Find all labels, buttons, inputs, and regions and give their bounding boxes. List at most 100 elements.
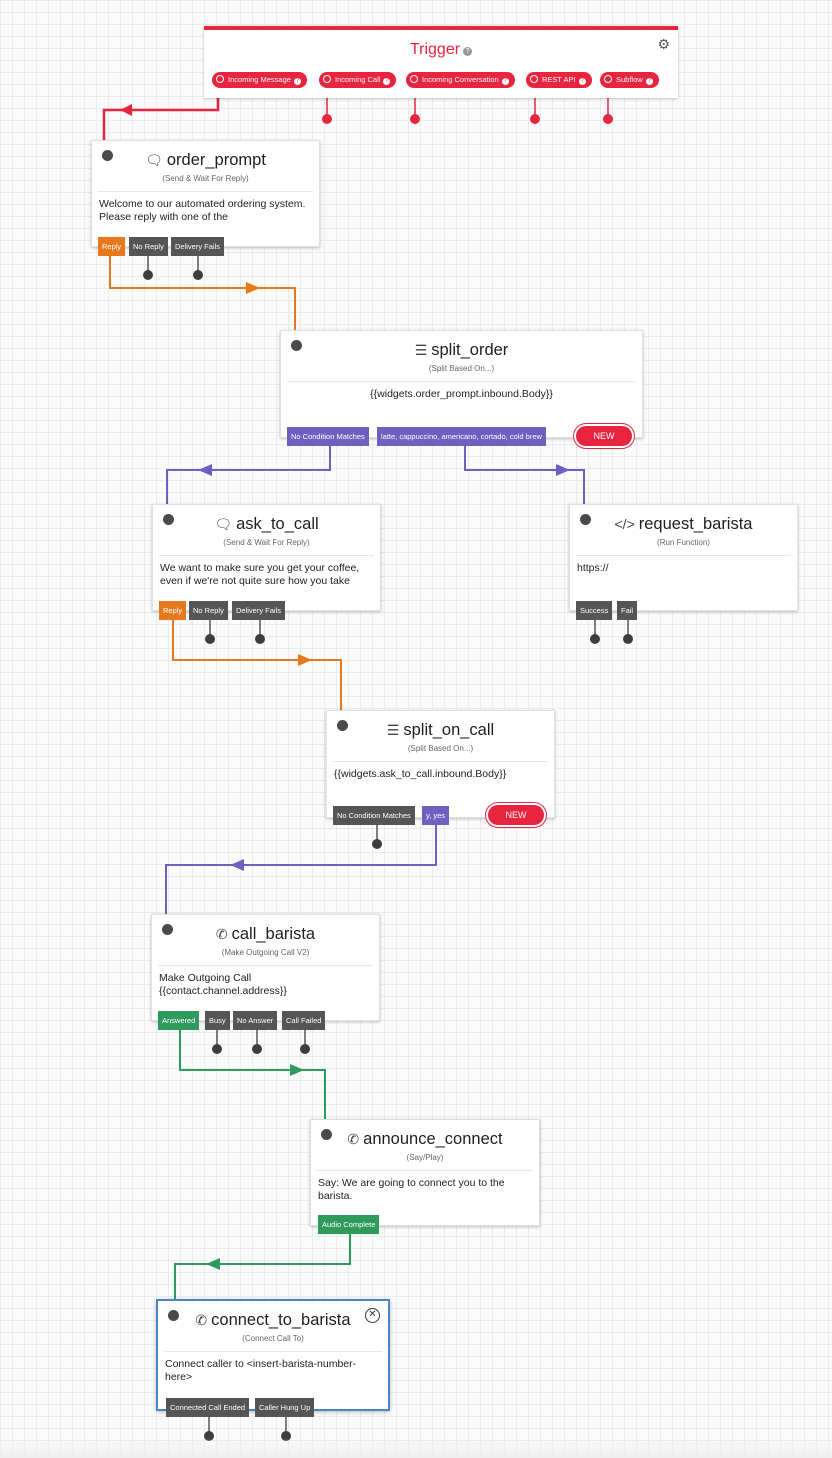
divider bbox=[317, 1170, 533, 1171]
transition-port[interactable] bbox=[300, 1044, 310, 1054]
widget-announce-connect[interactable]: ✆announce_connect (Say/Play) Say: We are… bbox=[310, 1119, 540, 1226]
transition-call-failed[interactable]: Call Failed bbox=[282, 1011, 326, 1030]
transition-fail[interactable]: Fail bbox=[617, 601, 638, 620]
wire-audio-complete bbox=[174, 1234, 351, 1302]
trigger-incoming-message[interactable]: Incoming Message? bbox=[212, 72, 307, 88]
canvas-bottom-edge bbox=[0, 1438, 832, 1458]
input-port[interactable] bbox=[102, 150, 113, 161]
input-port[interactable] bbox=[337, 720, 348, 731]
phone-icon: ✆ bbox=[347, 1131, 360, 1147]
message-icon: 🗨 bbox=[214, 516, 233, 532]
question-icon: ? bbox=[383, 78, 391, 85]
trigger-port[interactable] bbox=[603, 114, 613, 124]
circle-icon bbox=[216, 75, 224, 83]
input-port[interactable] bbox=[162, 924, 173, 935]
input-port[interactable] bbox=[291, 340, 302, 351]
phone-icon: ✆ bbox=[215, 926, 228, 942]
widget-body: We want to make sure you get your coffee… bbox=[160, 562, 360, 587]
transition-port[interactable] bbox=[193, 270, 203, 280]
transition-condition[interactable]: latte, cappuccino, americano, cortado, c… bbox=[377, 427, 546, 446]
close-icon[interactable]: ✕ bbox=[365, 1308, 380, 1323]
widget-connect-to-barista[interactable]: ✕ ✆connect_to_barista (Connect Call To) … bbox=[156, 1299, 390, 1411]
widget-name: split_on_call bbox=[403, 721, 495, 739]
input-port[interactable] bbox=[580, 514, 591, 525]
widget-ask-to-call[interactable]: 🗨ask_to_call (Send & Wait For Reply) We … bbox=[152, 504, 381, 611]
transition-port[interactable] bbox=[372, 839, 382, 849]
trigger-rest-api[interactable]: REST API? bbox=[526, 72, 592, 88]
transition-port[interactable] bbox=[143, 270, 153, 280]
transition-busy[interactable]: Busy bbox=[205, 1011, 230, 1030]
question-icon[interactable]: ? bbox=[463, 47, 473, 56]
transition-port[interactable] bbox=[205, 634, 215, 644]
wire-split-match bbox=[464, 446, 585, 505]
widget-name: announce_connect bbox=[363, 1130, 503, 1148]
input-port[interactable] bbox=[321, 1129, 332, 1140]
split-icon: ☰ bbox=[386, 722, 400, 738]
trigger-port[interactable] bbox=[410, 114, 420, 124]
transition-port[interactable] bbox=[204, 1431, 214, 1441]
widget-name: order_prompt bbox=[166, 151, 266, 169]
widget-name: ask_to_call bbox=[236, 515, 319, 533]
trigger-port[interactable] bbox=[530, 114, 540, 124]
new-transition-button[interactable]: NEW bbox=[576, 426, 632, 446]
transition-no-reply[interactable]: No Reply bbox=[129, 237, 168, 256]
transition-port[interactable] bbox=[590, 634, 600, 644]
widget-split-on-call[interactable]: ☰split_on_call (Split Based On...) {{wid… bbox=[326, 710, 555, 818]
transition-port[interactable] bbox=[623, 634, 633, 644]
transition-delivery-fails[interactable]: Delivery Fails bbox=[232, 601, 286, 620]
transition-audio-complete[interactable]: Audio Complete bbox=[318, 1215, 380, 1234]
transition-condition[interactable]: y, yes bbox=[422, 806, 450, 825]
transition-delivery-fails[interactable]: Delivery Fails bbox=[171, 237, 225, 256]
widget-split-order[interactable]: ☰split_order (Split Based On...) {{widge… bbox=[280, 330, 643, 438]
circle-icon bbox=[604, 75, 612, 83]
widget-type: (Run Function) bbox=[657, 538, 710, 547]
divider bbox=[158, 965, 373, 966]
widget-body: https:// bbox=[577, 562, 609, 574]
new-transition-button[interactable]: NEW bbox=[488, 805, 544, 825]
circle-icon bbox=[410, 75, 418, 83]
wire-incoming-message bbox=[102, 82, 220, 140]
transition-port[interactable] bbox=[252, 1044, 262, 1054]
transition-connected-call-ended[interactable]: Connected Call Ended bbox=[166, 1398, 250, 1417]
widget-type: (Send & Wait For Reply) bbox=[223, 538, 310, 547]
transition-no-answer[interactable]: No Answer bbox=[233, 1011, 278, 1030]
trigger-subflow[interactable]: Subflow? bbox=[600, 72, 659, 88]
transition-reply[interactable]: Reply bbox=[159, 601, 187, 620]
transition-no-reply[interactable]: No Reply bbox=[189, 601, 228, 620]
gear-icon[interactable]: ⚙ bbox=[657, 36, 670, 52]
widget-call-barista[interactable]: ✆call_barista (Make Outgoing Call V2) Ma… bbox=[151, 914, 380, 1021]
trigger-port[interactable] bbox=[322, 114, 332, 124]
transition-port[interactable] bbox=[255, 634, 265, 644]
trigger-widget[interactable]: Trigger? ⚙ Incoming Message? Incoming Ca… bbox=[204, 26, 678, 98]
question-icon: ? bbox=[293, 78, 301, 85]
transition-caller-hung-up[interactable]: Caller Hung Up bbox=[255, 1398, 315, 1417]
widget-request-barista[interactable]: </>request_barista (Run Function) https:… bbox=[569, 504, 798, 611]
widget-order-prompt[interactable]: 🗨order_prompt (Send & Wait For Reply) We… bbox=[91, 140, 320, 247]
trigger-incoming-conversation[interactable]: Incoming Conversation? bbox=[406, 72, 515, 88]
wire-order-reply bbox=[109, 256, 296, 330]
input-port[interactable] bbox=[163, 514, 174, 525]
circle-icon bbox=[530, 75, 538, 83]
transition-port[interactable] bbox=[212, 1044, 222, 1054]
question-icon: ? bbox=[501, 78, 509, 85]
circle-icon bbox=[323, 75, 331, 83]
widget-name: request_barista bbox=[638, 515, 753, 533]
transition-answered[interactable]: Answered bbox=[158, 1011, 200, 1030]
divider bbox=[164, 1351, 382, 1352]
widget-body: {{widgets.order_prompt.inbound.Body}} bbox=[370, 388, 553, 400]
transition-no-condition-matches[interactable]: No Condition Matches bbox=[287, 427, 369, 446]
transition-port[interactable] bbox=[281, 1431, 291, 1441]
widget-type: (Make Outgoing Call V2) bbox=[221, 948, 310, 957]
divider bbox=[98, 191, 313, 192]
input-port[interactable] bbox=[168, 1310, 179, 1321]
transition-reply[interactable]: Reply bbox=[98, 237, 126, 256]
widget-type: (Send & Wait For Reply) bbox=[162, 174, 249, 183]
transition-no-condition-matches[interactable]: No Condition Matches bbox=[333, 806, 415, 825]
wire-split-yes bbox=[165, 825, 437, 916]
widget-body: Say: We are going to connect you to the … bbox=[318, 1177, 505, 1202]
widget-name: call_barista bbox=[231, 925, 316, 943]
phone-icon: ✆ bbox=[195, 1312, 208, 1328]
transition-success[interactable]: Success bbox=[576, 601, 613, 620]
trigger-incoming-call[interactable]: Incoming Call? bbox=[319, 72, 397, 88]
